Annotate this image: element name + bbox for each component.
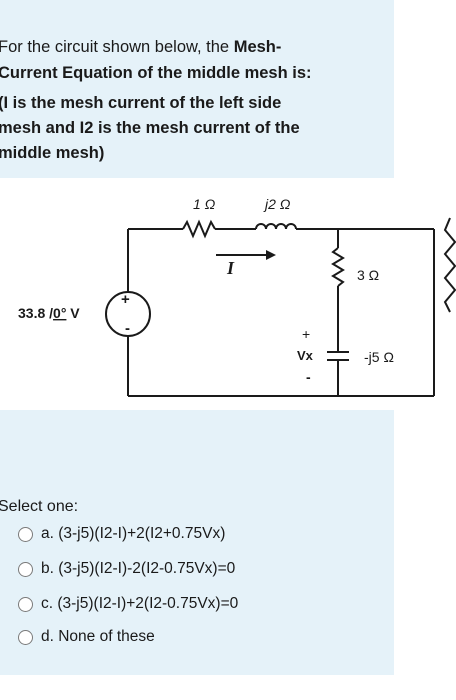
option-b[interactable]: b. (3-j5)(I2-I)-2(I2-0.75Vx)=0 bbox=[18, 560, 235, 578]
answer-panel: Select one: a. (3-j5)(I2-I)+2(I2+0.75Vx)… bbox=[0, 410, 394, 675]
r2-label: 3 Ω bbox=[357, 267, 379, 283]
question-line-1: For the circuit shown below, the Mesh- bbox=[0, 38, 282, 56]
l1-label: j2 Ω bbox=[263, 196, 291, 212]
question-line-5: middle mesh) bbox=[0, 144, 105, 162]
vx-label: Vx bbox=[297, 348, 314, 363]
option-a-radio[interactable] bbox=[18, 526, 33, 542]
option-c[interactable]: c. (3-j5)(I2-I)+2(I2-0.75Vx)=0 bbox=[18, 595, 238, 613]
source-label: 33.8 /0° V bbox=[18, 305, 80, 321]
resistor-3 bbox=[443, 217, 456, 313]
cap-label: -j5 Ω bbox=[364, 349, 394, 365]
option-c-label: c. (3-j5)(I2-I)+2(I2-0.75Vx)=0 bbox=[41, 595, 239, 612]
circuit-svg: 1 Ω j2 Ω I 3 Ω -j5 Ω + Vx - + - 33.8 /0°… bbox=[18, 196, 456, 397]
source-label-value: 33.8 / bbox=[18, 305, 53, 321]
option-b-radio[interactable] bbox=[18, 561, 33, 577]
inductor bbox=[255, 223, 297, 230]
current-arrow-head bbox=[266, 250, 276, 260]
resistor-1 bbox=[182, 219, 216, 239]
option-a-label: a. (3-j5)(I2-I)+2(I2+0.75Vx) bbox=[41, 525, 226, 542]
option-a[interactable]: a. (3-j5)(I2-I)+2(I2+0.75Vx) bbox=[18, 525, 225, 543]
source-angle: 0° bbox=[53, 305, 66, 321]
vx-plus: + bbox=[302, 326, 310, 342]
source-unit: V bbox=[66, 305, 80, 321]
question-line-4: mesh and I2 is the mesh current of the bbox=[0, 119, 300, 137]
select-one-label: Select one: bbox=[0, 498, 79, 515]
option-d-radio[interactable] bbox=[18, 629, 33, 645]
r1-label: 1 Ω bbox=[193, 196, 216, 212]
option-b-label: b. (3-j5)(I2-I)-2(I2-0.75Vx)=0 bbox=[41, 560, 236, 577]
circuit-diagram: 1 Ω j2 Ω I 3 Ω -j5 Ω + Vx - + - 33.8 /0°… bbox=[0, 178, 456, 410]
question-line-3: (I is the mesh current of the left side bbox=[0, 94, 282, 112]
option-c-radio[interactable] bbox=[18, 596, 33, 612]
source-minus: - bbox=[125, 320, 130, 337]
option-d[interactable]: d. None of these bbox=[18, 628, 155, 646]
source-plus: + bbox=[121, 291, 130, 308]
question-line-2: Current Equation of the middle mesh is: bbox=[0, 64, 312, 82]
current-label: I bbox=[226, 258, 235, 278]
option-d-label: d. None of these bbox=[41, 628, 155, 645]
resistor-2 bbox=[331, 247, 345, 287]
vx-minus: - bbox=[306, 369, 311, 385]
question-panel: For the circuit shown below, the Mesh- C… bbox=[0, 0, 394, 178]
